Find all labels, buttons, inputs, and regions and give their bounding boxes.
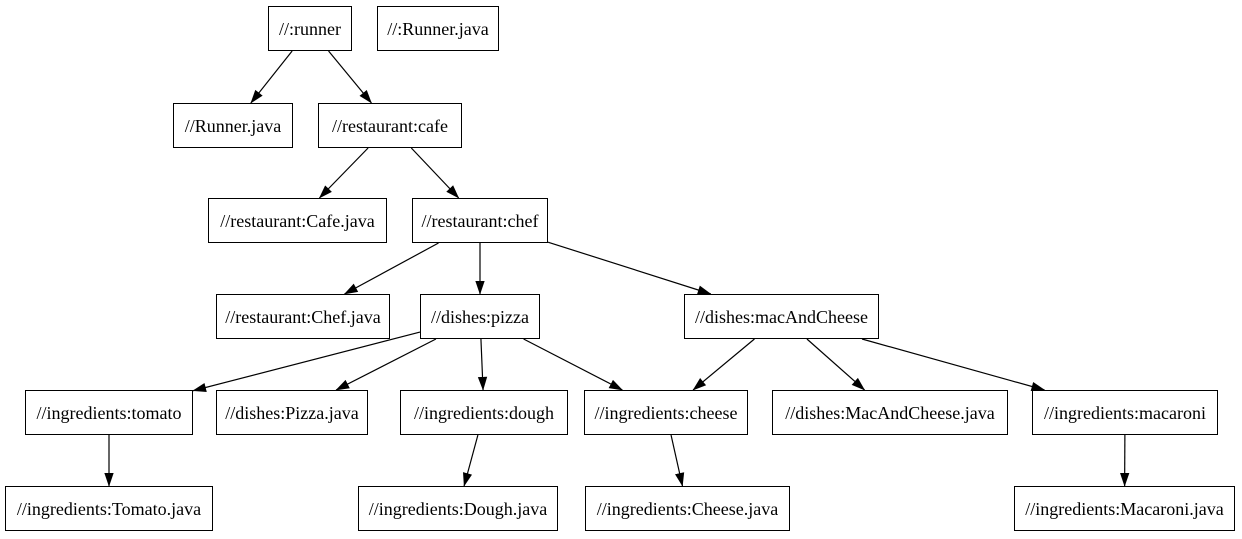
graph-node-chef-java: //restaurant:Chef.java <box>216 294 390 339</box>
edge-group <box>104 50 1130 487</box>
edge-runner-to-runner-java <box>250 50 293 104</box>
edge-chef-to-chef-java <box>343 242 439 295</box>
graph-node-mac-and-cheese-java: //dishes:MacAndCheese.java <box>772 390 1008 435</box>
graph-node-label: //dishes:pizza <box>431 306 529 327</box>
graph-node-macaroni: //ingredients:macaroni <box>1032 390 1218 435</box>
graph-node-runner-java: //Runner.java <box>173 103 293 148</box>
edge-mac-and-cheese-to-cheese <box>692 338 755 391</box>
edge-pizza-to-dough <box>477 338 488 391</box>
graph-node-pizza: //dishes:pizza <box>420 294 540 339</box>
edge-mac-and-cheese-to-mac-and-cheese-java <box>806 338 866 391</box>
edge-cafe-to-chef <box>410 147 460 199</box>
graph-node-colon-runner-java: //:Runner.java <box>377 6 499 51</box>
graph-node-label: //ingredients:cheese <box>594 402 738 423</box>
graph-node-label: //restaurant:Chef.java <box>225 306 381 327</box>
graph-node-label: //restaurant:chef <box>421 210 539 231</box>
graph-node-label: //ingredients:tomato <box>36 402 182 423</box>
edge-chef-to-mac-and-cheese <box>547 241 712 295</box>
graph-node-label: //ingredients:macaroni <box>1044 402 1206 423</box>
graph-node-label: //restaurant:Cafe.java <box>220 210 375 231</box>
graph-node-chef: //restaurant:chef <box>412 198 548 243</box>
graph-node-label: //ingredients:Macaroni.java <box>1025 498 1224 519</box>
graph-node-label: //ingredients:Dough.java <box>368 498 548 519</box>
graph-node-cafe: //restaurant:cafe <box>318 103 462 148</box>
graph-node-label: //:runner <box>279 18 341 39</box>
graph-node-cheese-java: //ingredients:Cheese.java <box>585 486 790 531</box>
graph-node-macaroni-java: //ingredients:Macaroni.java <box>1014 486 1235 531</box>
graph-node-runner: //:runner <box>268 6 352 51</box>
edge-pizza-to-cheese <box>523 338 624 391</box>
graph-node-label: //dishes:macAndCheese <box>695 306 868 327</box>
graph-node-label: //dishes:MacAndCheese.java <box>785 402 995 423</box>
edge-cheese-to-cheese-java <box>670 434 685 487</box>
graph-node-label: //Runner.java <box>184 115 282 136</box>
edge-cafe-to-cafe-java <box>318 147 369 199</box>
graph-node-label: //restaurant:cafe <box>332 115 448 136</box>
graph-node-tomato-java: //ingredients:Tomato.java <box>5 486 213 531</box>
graph-node-dough-java: //ingredients:Dough.java <box>358 486 558 531</box>
graph-node-mac-and-cheese: //dishes:macAndCheese <box>684 294 879 339</box>
graph-node-label: //ingredients:Cheese.java <box>596 498 779 519</box>
graph-node-label: //dishes:Pizza.java <box>225 402 359 423</box>
graph-node-dough: //ingredients:dough <box>400 390 568 435</box>
graph-node-label: //ingredients:dough <box>414 402 554 423</box>
graph-node-cheese: //ingredients:cheese <box>584 390 748 435</box>
graph-node-cafe-java: //restaurant:Cafe.java <box>208 198 387 243</box>
graph-node-label: //:Runner.java <box>387 18 489 39</box>
edge-dough-to-dough-java <box>462 434 479 487</box>
graph-node-pizza-java: //dishes:Pizza.java <box>216 390 368 435</box>
graph-node-tomato: //ingredients:tomato <box>25 390 193 435</box>
graph-node-label: //ingredients:Tomato.java <box>16 498 202 519</box>
edge-pizza-to-pizza-java <box>335 338 437 391</box>
edge-runner-to-cafe <box>328 50 372 104</box>
edge-pizza-to-tomato <box>192 331 421 393</box>
edge-mac-and-cheese-to-macaroni <box>861 338 1046 391</box>
